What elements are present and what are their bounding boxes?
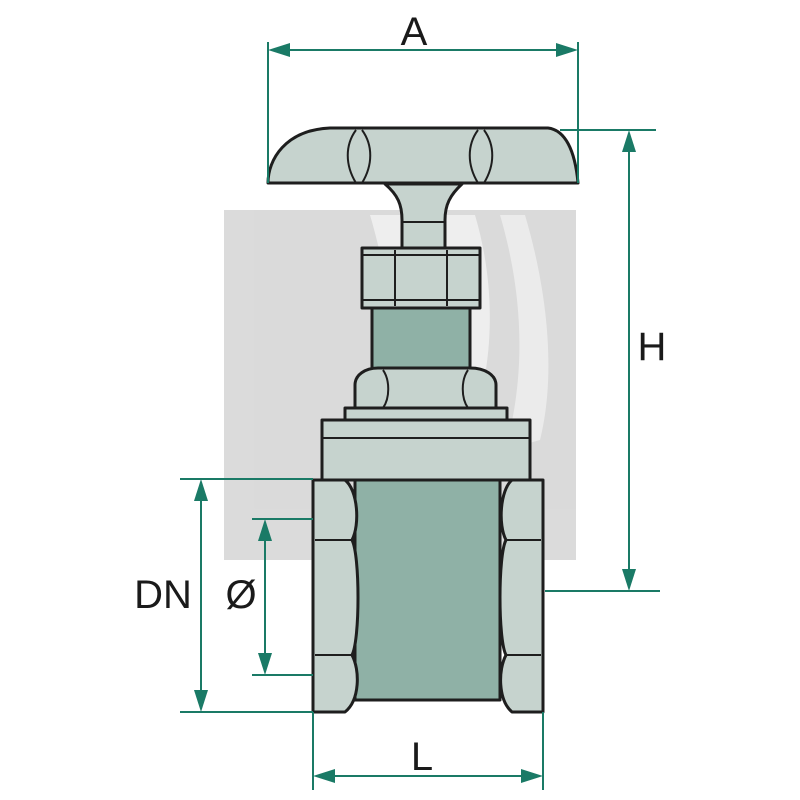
dimension-diameter: Ø bbox=[225, 518, 313, 676]
bonnet-hex-nut bbox=[353, 366, 498, 410]
label-diameter: Ø bbox=[225, 573, 256, 617]
dimension-l: L bbox=[312, 712, 544, 790]
valve-body bbox=[311, 478, 545, 714]
label-l: L bbox=[411, 735, 433, 779]
label-a: A bbox=[401, 10, 428, 54]
dimension-a: A bbox=[267, 10, 579, 183]
label-h: H bbox=[638, 325, 667, 369]
dimension-h: H bbox=[545, 129, 667, 592]
label-dn: DN bbox=[134, 573, 192, 617]
dimension-dn: DN bbox=[134, 478, 313, 713]
gland-nut bbox=[360, 246, 482, 310]
bonnet-plate bbox=[320, 406, 532, 482]
handwheel bbox=[266, 126, 580, 185]
bonnet-neck bbox=[370, 306, 472, 374]
